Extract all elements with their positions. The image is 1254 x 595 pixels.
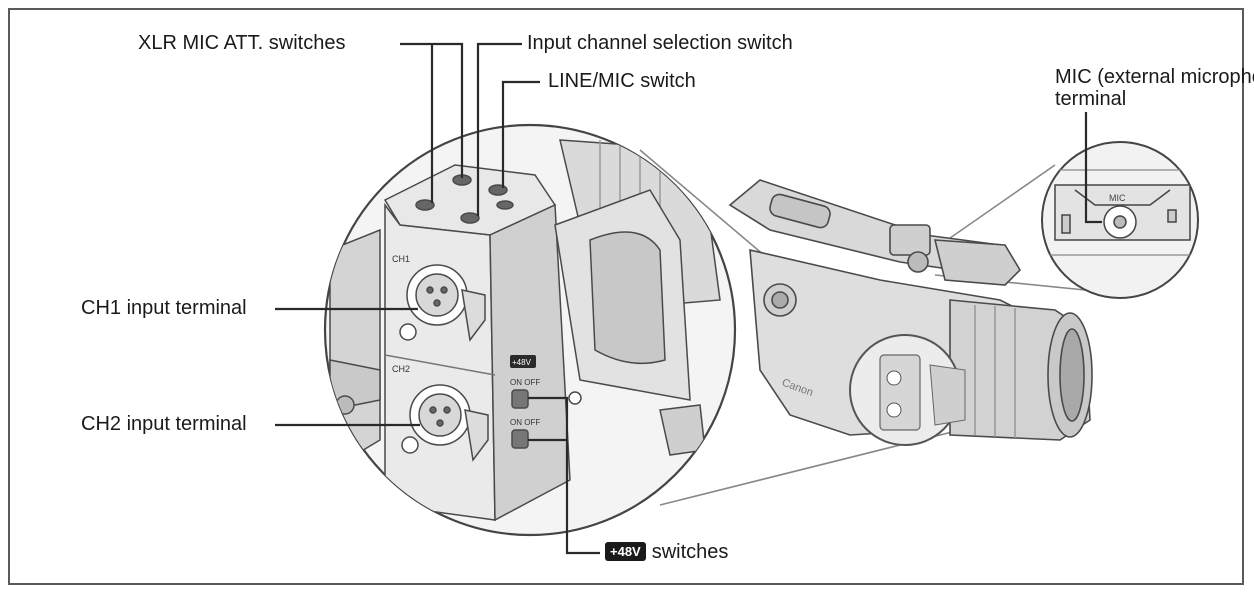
label-xlr-mic-att: XLR MIC ATT. switches xyxy=(138,32,346,54)
panel-ch2-text: CH2 xyxy=(392,364,410,374)
panel-on-off-2: ON OFF xyxy=(510,418,540,427)
label-ch1-input-terminal: CH1 input terminal xyxy=(81,297,247,319)
plus48v-badge: +48V xyxy=(605,542,646,561)
side-panel-magnifier xyxy=(849,334,966,446)
label-mic-terminal: MIC (external microphone) terminal xyxy=(1055,66,1254,110)
panel-48v-mark xyxy=(510,355,536,368)
label-48v-switches-text: switches xyxy=(651,541,729,563)
panel-48v-text: +48V xyxy=(512,358,532,367)
mic-small-text: MIC xyxy=(1109,193,1126,203)
label-mic-terminal-line1: MIC (external microphone) xyxy=(1055,66,1254,88)
label-input-channel-selection: Input channel selection switch xyxy=(527,32,793,54)
label-48v-switches: +48V switches xyxy=(605,541,728,563)
label-mic-terminal-line2: terminal xyxy=(1055,88,1127,110)
leader-lines xyxy=(275,42,1102,555)
label-ch2-input-terminal: CH2 input terminal xyxy=(81,413,247,435)
mic-terminal-magnifier xyxy=(1041,141,1199,299)
label-line-mic: LINE/MIC switch xyxy=(548,70,696,92)
panel-on-off-1: ON OFF xyxy=(510,378,540,387)
camcorder-body xyxy=(728,179,1093,441)
audio-panel-magnifier xyxy=(323,123,737,537)
panel-ch1-text: CH1 xyxy=(392,254,410,264)
